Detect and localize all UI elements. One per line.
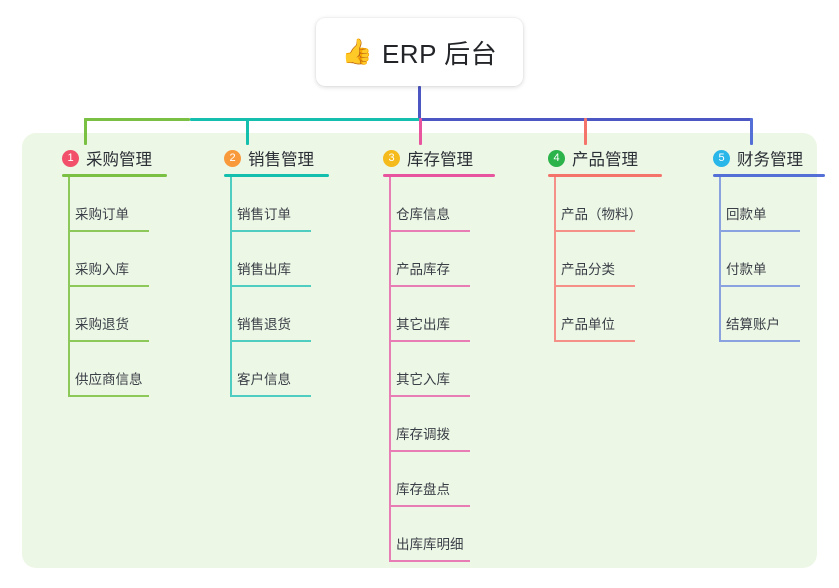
drop-column-3 xyxy=(419,118,422,145)
column-inventory: 3 库存管理仓库信息产品库存其它出库其它入库库存调拨库存盘点出库库明细 xyxy=(363,144,495,562)
list-item-label: 产品单位 xyxy=(561,317,615,332)
bus-segment-green xyxy=(84,118,190,121)
column-header-purchase[interactable]: 1 采购管理 xyxy=(42,144,152,172)
column-badge-sales: 2 xyxy=(224,149,241,167)
list-item-underline xyxy=(554,230,635,232)
list-item-label: 客户信息 xyxy=(237,372,291,387)
root-node[interactable]: 👍 ERP 后台 xyxy=(316,18,523,86)
list-item-label: 其它出库 xyxy=(396,317,450,332)
column-sales: 2 销售管理销售订单销售出库销售退货客户信息 xyxy=(204,144,329,397)
list-item-label: 结算账户 xyxy=(726,317,780,332)
list-item-underline xyxy=(389,285,470,287)
column-title-sales: 销售管理 xyxy=(248,151,314,169)
drop-column-4 xyxy=(584,118,587,145)
list-item-label: 产品库存 xyxy=(396,262,450,277)
column-spine-sales xyxy=(230,177,232,397)
bus-segment-teal xyxy=(190,118,425,121)
list-item-label: 仓库信息 xyxy=(396,207,450,222)
column-underline-product xyxy=(548,174,662,177)
column-header-sales[interactable]: 2 销售管理 xyxy=(204,144,314,172)
list-item-underline xyxy=(389,450,470,452)
list-item-label: 采购入库 xyxy=(75,262,129,277)
column-badge-purchase: 1 xyxy=(62,149,79,167)
list-item-label: 销售订单 xyxy=(237,207,291,222)
root-stem-connector xyxy=(418,86,421,119)
list-item-underline xyxy=(719,285,800,287)
drop-column-2 xyxy=(246,118,249,145)
column-title-inventory: 库存管理 xyxy=(407,151,473,169)
list-item-label: 采购退货 xyxy=(75,317,129,332)
list-item-label: 供应商信息 xyxy=(75,372,143,387)
column-underline-purchase xyxy=(62,174,167,177)
list-item-label: 采购订单 xyxy=(75,207,129,222)
column-badge-product: 4 xyxy=(548,149,565,167)
column-product: 4 产品管理产品（物料） 产品分类产品单位 xyxy=(528,144,662,342)
list-item-underline xyxy=(68,340,149,342)
column-underline-sales xyxy=(224,174,329,177)
list-item-label: 产品分类 xyxy=(561,262,615,277)
list-item-underline xyxy=(68,230,149,232)
list-item-label: 库存调拨 xyxy=(396,427,450,442)
column-finance: 5 财务管理回款单付款单结算账户 xyxy=(693,144,825,342)
list-item-underline xyxy=(719,230,800,232)
root-title: ERP 后台 xyxy=(381,38,498,69)
column-spine-inventory xyxy=(389,177,391,562)
list-item-underline xyxy=(68,285,149,287)
list-item-underline xyxy=(389,340,470,342)
list-item-label: 库存盘点 xyxy=(396,482,450,497)
column-underline-inventory xyxy=(383,174,495,177)
list-item-label: 产品（物料） xyxy=(561,207,642,222)
list-item-underline xyxy=(230,285,311,287)
drop-column-1 xyxy=(84,118,87,145)
column-title-product: 产品管理 xyxy=(572,151,638,169)
drop-column-5 xyxy=(750,118,753,145)
list-item-underline xyxy=(68,395,149,397)
column-spine-purchase xyxy=(68,177,70,397)
column-purchase: 1 采购管理采购订单采购入库采购退货供应商信息 xyxy=(42,144,167,397)
list-item-label: 销售出库 xyxy=(237,262,291,277)
column-header-product[interactable]: 4 产品管理 xyxy=(528,144,638,172)
list-item-underline xyxy=(389,395,470,397)
column-spine-finance xyxy=(719,177,721,342)
list-item-label: 回款单 xyxy=(726,207,767,222)
list-item-underline xyxy=(389,230,470,232)
list-item-underline xyxy=(230,395,311,397)
list-item-label: 付款单 xyxy=(726,262,767,277)
thumbs-up-icon: 👍 xyxy=(341,37,373,66)
list-item-label: 销售退货 xyxy=(237,317,291,332)
list-item-underline xyxy=(554,340,635,342)
list-item-underline xyxy=(719,340,800,342)
list-item-underline xyxy=(389,505,470,507)
column-spine-product xyxy=(554,177,556,342)
list-item-label: 出库库明细 xyxy=(396,537,464,552)
list-item-underline xyxy=(389,560,470,562)
column-badge-inventory: 3 xyxy=(383,149,400,167)
column-header-finance[interactable]: 5 财务管理 xyxy=(693,144,803,172)
column-title-finance: 财务管理 xyxy=(737,151,803,169)
mindmap-background-panel xyxy=(22,133,817,568)
list-item-label: 其它入库 xyxy=(396,372,450,387)
column-badge-finance: 5 xyxy=(713,149,730,167)
list-item-underline xyxy=(554,285,635,287)
column-underline-finance xyxy=(713,174,825,177)
list-item-underline xyxy=(230,230,311,232)
column-title-purchase: 采购管理 xyxy=(86,151,152,169)
column-header-inventory[interactable]: 3 库存管理 xyxy=(363,144,473,172)
list-item-underline xyxy=(230,340,311,342)
